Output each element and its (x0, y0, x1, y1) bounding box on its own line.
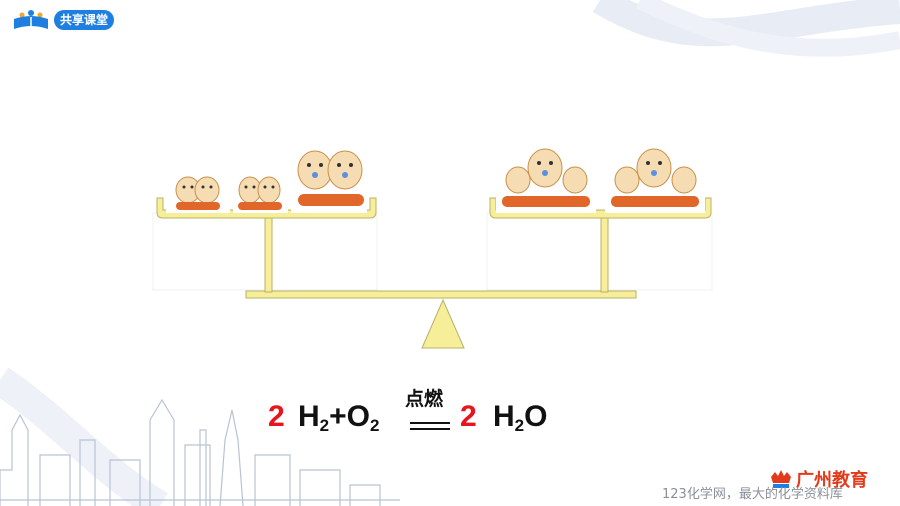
right-post (600, 213, 609, 293)
hydrogen-molecule-icon (238, 176, 282, 210)
oxygen-symbol: O (524, 400, 548, 433)
watermark-text: 123化学网，最大的化学资料库 (662, 487, 843, 502)
hydrogen-symbol: H (298, 400, 320, 433)
equals-line-top (410, 422, 450, 424)
city-skyline (0, 398, 400, 506)
crown-emblem-icon (771, 470, 791, 488)
plus-sign: + (329, 400, 347, 433)
subscript: 2 (514, 416, 525, 435)
logo-text: 共享课堂 (54, 10, 115, 30)
left-post (264, 213, 273, 293)
right-coefficient: 2 (460, 400, 477, 433)
equals-line-bottom (410, 428, 450, 430)
oxygen-molecule-icon (297, 150, 364, 206)
brand-logo: 广州教育 (770, 466, 868, 492)
brand-name: 广州教育 (796, 470, 868, 491)
water-molecule-icon (502, 148, 590, 207)
water-molecule-icon (611, 148, 699, 207)
open-book-people-icon (14, 10, 48, 29)
scale-fulcrum (421, 298, 465, 349)
hydrogen-molecule-icon (175, 176, 220, 210)
reactants: H2+O2 (298, 400, 379, 436)
app-logo: 共享课堂 (12, 9, 115, 31)
reaction-condition: 点燃 (405, 388, 444, 410)
subscript: 2 (370, 416, 380, 435)
scale-beam (245, 290, 637, 299)
product: H2O (493, 400, 547, 436)
subscript: 2 (319, 416, 330, 435)
left-coefficient: 2 (268, 400, 285, 433)
oxygen-symbol: O (346, 400, 371, 433)
hydrogen-symbol: H (493, 400, 515, 433)
